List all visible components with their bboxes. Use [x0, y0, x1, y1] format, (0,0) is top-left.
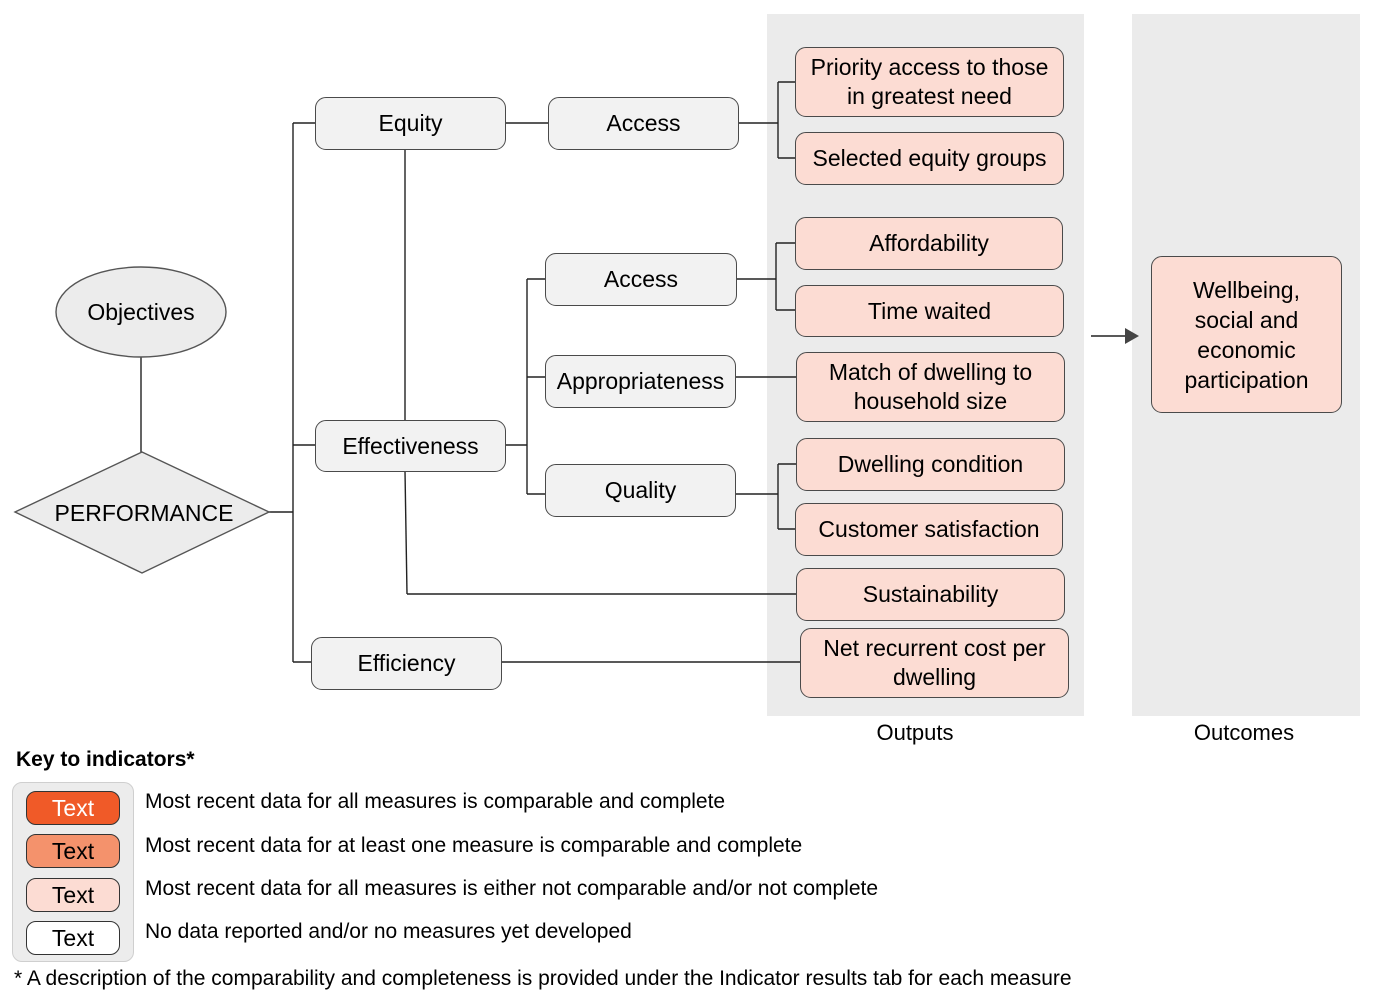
legend-key-label: Text: [51, 837, 95, 864]
priority-access-label: Priority access to those in greatest nee…: [810, 54, 1049, 109]
legend-desc-no-data: No data reported and/or no measures yet …: [145, 920, 632, 943]
legend-key-label: Text: [51, 794, 95, 821]
equity-access-label: Access: [606, 110, 681, 136]
legend-key-no-data: Text: [26, 921, 120, 955]
match-dwelling-label: Match of dwelling to household size: [828, 359, 1033, 414]
objectives-ellipse: [55, 266, 227, 358]
performance-diamond: [13, 451, 271, 574]
affordability-indicator: Affordability: [795, 217, 1063, 270]
time-waited-label: Time waited: [867, 297, 992, 324]
legend-key-incomplete: Text: [26, 878, 120, 912]
appropriateness-label: Appropriateness: [556, 368, 725, 394]
match-dwelling-indicator: Match of dwelling to household size: [796, 352, 1065, 422]
legend-desc-partial: Most recent data for at least one measur…: [145, 834, 803, 857]
net-recurrent-cost-label: Net recurrent cost per dwelling: [823, 635, 1046, 690]
equity-access-node: Access: [548, 97, 739, 150]
net-recurrent-cost-indicator: Net recurrent cost per dwelling: [800, 628, 1069, 698]
effectiveness-node: Effectiveness: [315, 420, 506, 472]
dwelling-condition-label: Dwelling condition: [837, 451, 1024, 477]
legend-key-label: Text: [51, 924, 95, 951]
effectiveness-label: Effectiveness: [342, 432, 479, 459]
legend-desc-incomplete: Most recent data for all measures is eit…: [145, 877, 879, 900]
sustainability-label: Sustainability: [862, 581, 999, 607]
time-waited-indicator: Time waited: [795, 285, 1064, 337]
efficiency-node: Efficiency: [311, 637, 502, 690]
quality-label: Quality: [604, 477, 677, 503]
appropriateness-node: Appropriateness: [545, 355, 736, 408]
legend-title: Key to indicators*: [16, 748, 195, 771]
efficiency-label: Efficiency: [357, 650, 456, 676]
priority-access-indicator: Priority access to those in greatest nee…: [795, 47, 1064, 117]
outcomes-column-label: Outcomes: [1193, 720, 1295, 745]
quality-node: Quality: [545, 464, 736, 517]
legend-desc-complete: Most recent data for all measures is com…: [145, 790, 726, 813]
selected-equity-groups-label: Selected equity groups: [812, 145, 1047, 171]
legend-key-complete: Text: [26, 791, 120, 825]
sustainability-indicator: Sustainability: [796, 568, 1065, 621]
legend-key-partial: Text: [26, 834, 120, 868]
performance-label: PERFORMANCE: [55, 500, 234, 526]
arrow-head-icon: [1125, 328, 1139, 344]
legend-key-label: Text: [51, 881, 95, 908]
customer-satisfaction-indicator: Customer satisfaction: [795, 503, 1063, 556]
dwelling-condition-indicator: Dwelling condition: [796, 438, 1065, 491]
selected-equity-groups-indicator: Selected equity groups: [795, 132, 1064, 185]
equity-node: Equity: [315, 97, 506, 150]
objectives-label: Objectives: [87, 299, 194, 325]
customer-satisfaction-label: Customer satisfaction: [818, 516, 1040, 542]
wellbeing-outcome: Wellbeing, social and economic participa…: [1151, 256, 1342, 413]
effectiveness-access-label: Access: [603, 266, 679, 292]
legend-footnote: * A description of the comparability and…: [14, 967, 1072, 990]
outputs-column-label: Outputs: [876, 720, 954, 745]
equity-label: Equity: [378, 110, 443, 136]
wellbeing-label: Wellbeing, social and economic participa…: [1184, 276, 1309, 393]
affordability-label: Affordability: [869, 230, 989, 256]
effectiveness-access-node: Access: [545, 253, 737, 306]
